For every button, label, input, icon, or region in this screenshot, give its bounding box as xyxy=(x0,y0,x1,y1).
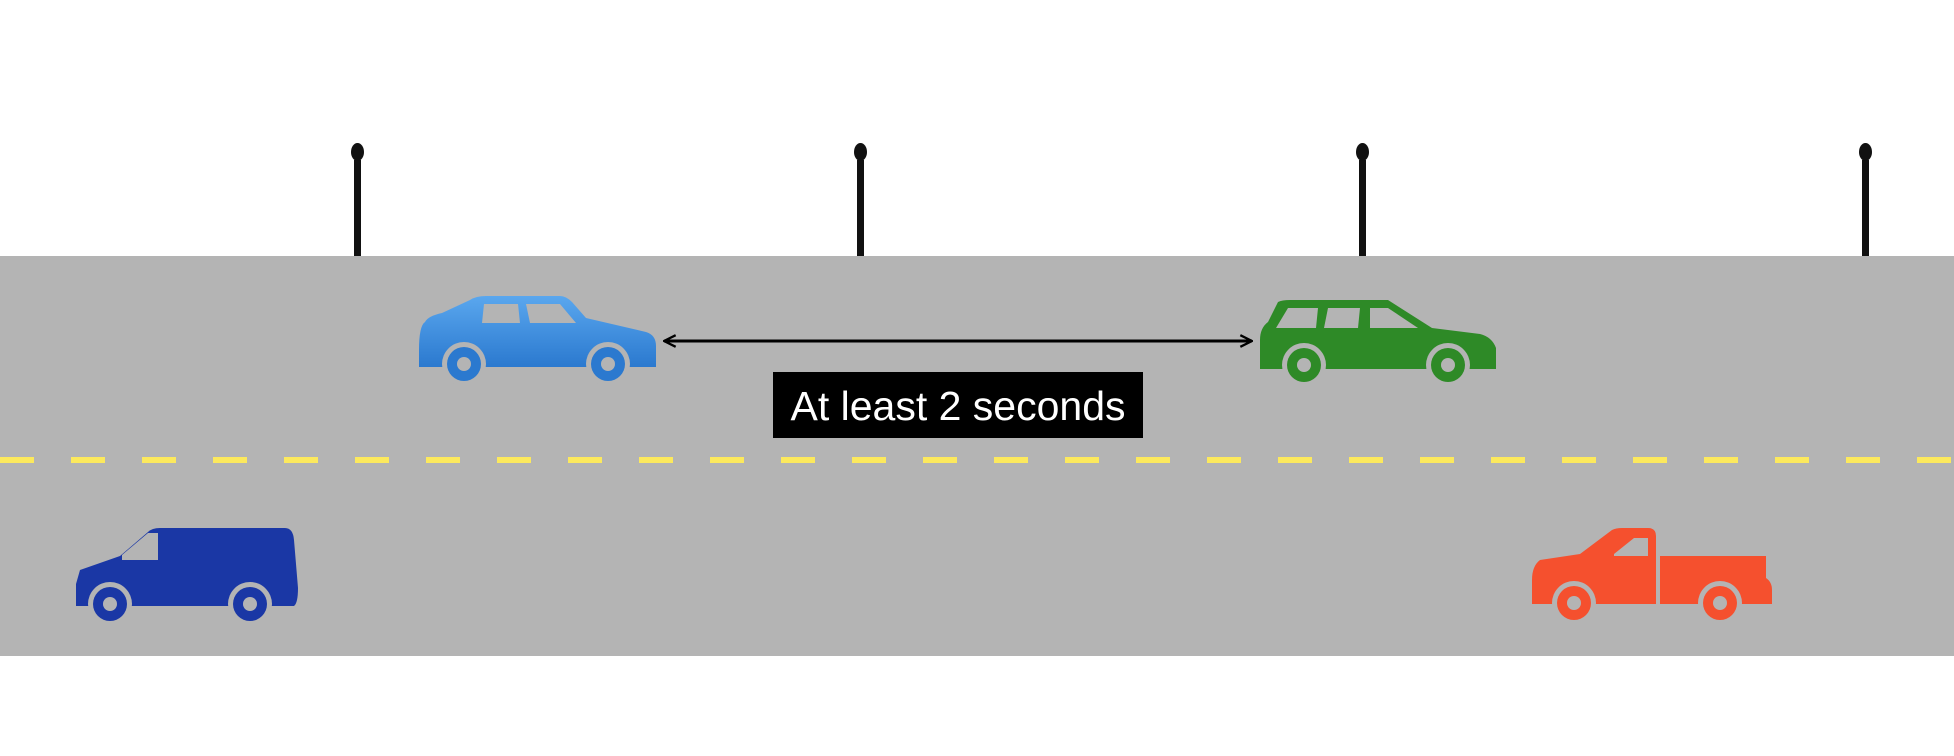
gap-label-background xyxy=(773,372,1143,438)
roadside-post xyxy=(1859,143,1872,256)
gap-label-text: At least 2 seconds xyxy=(790,383,1125,429)
roadside-post xyxy=(854,143,867,256)
roadside-post xyxy=(351,143,364,256)
sedan-icon xyxy=(419,296,656,386)
gap-label: At least 2 seconds xyxy=(773,372,1143,438)
roadside-post xyxy=(1356,143,1369,256)
van-icon xyxy=(76,528,298,626)
pickup-truck-icon xyxy=(1532,528,1772,625)
station-wagon-icon xyxy=(1260,300,1496,387)
